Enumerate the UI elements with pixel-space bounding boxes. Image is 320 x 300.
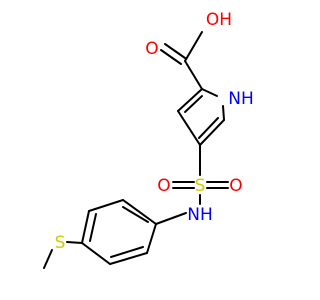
atom-o-sulfonyl-left: O (157, 176, 170, 196)
bond-ar-5 (109, 252, 148, 265)
bond-ar-1 (122, 199, 157, 225)
bond-ar-3-inner (89, 213, 97, 242)
bond-ar-1-inner (122, 206, 149, 223)
bond-ar-4 (81, 242, 111, 265)
bond-c5-c4-a (199, 119, 225, 146)
bond-ar-3 (81, 210, 90, 244)
bond-c3-c2-a (177, 88, 203, 112)
bond-ar-s (66, 241, 83, 244)
bond-c2-n1 (201, 88, 218, 97)
bond-ar-5-inner (110, 246, 144, 258)
bond-carbonyl-b (160, 49, 182, 65)
structure-diagram: O OH NH S O O NH S (43, 10, 254, 269)
bond-carbonyl-a (164, 43, 186, 59)
atom-nh-sulfonamide: NH (187, 205, 213, 225)
atom-sulfonyl-s: S (195, 176, 206, 196)
bond-ar-2 (88, 199, 124, 212)
bond-carboxyl-ring (184, 60, 203, 90)
bonds (43, 31, 229, 269)
atom-o-sulfonyl-right: O (229, 176, 242, 196)
molecule-drawing: O OH NH S O O NH S (43, 10, 254, 269)
atom-o-carbonyl: O (145, 39, 158, 59)
bond-c-oh (184, 31, 203, 62)
bond-c4-c3 (177, 110, 201, 146)
atom-nh-ring: NH (228, 89, 254, 109)
bond-s-methyl (43, 249, 53, 269)
bond-n1-c5 (222, 105, 225, 121)
bond-c5-c4-b (198, 117, 219, 139)
atom-labels: O OH NH S O O NH S (55, 10, 254, 253)
atom-thioether-s: S (55, 233, 66, 253)
bond-ar-6 (146, 223, 157, 254)
bond-c3-c2-b (184, 95, 203, 113)
bond-nh-aryl (155, 212, 187, 225)
atom-oh: OH (206, 10, 232, 30)
